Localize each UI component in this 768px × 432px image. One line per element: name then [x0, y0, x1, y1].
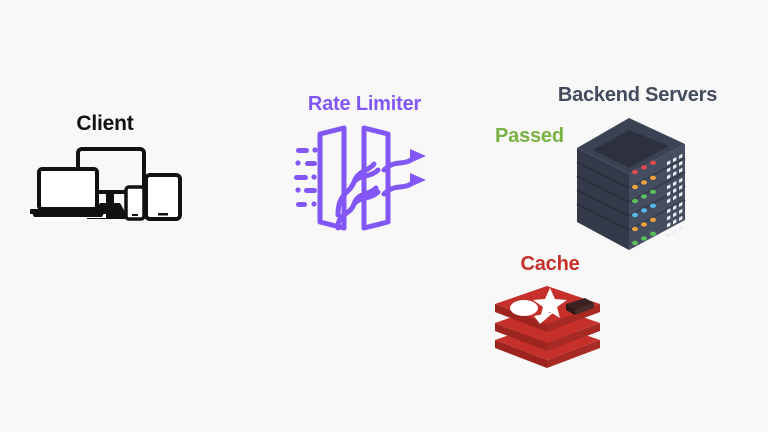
cache-label: Cache — [520, 253, 580, 275]
flow-arrowhead-icon — [410, 149, 426, 187]
server-status-leds — [632, 160, 656, 246]
server-rack-icon — [576, 118, 686, 250]
rate-limiter-membrane-icon — [294, 125, 426, 231]
client-node: Client — [30, 105, 210, 225]
passed-edge-label: Passed — [495, 125, 564, 147]
smartphone-icon — [124, 185, 146, 221]
client-devices-icon — [30, 147, 182, 221]
backend-servers-label: Backend Servers — [557, 84, 718, 106]
rate-limiter-node: Rate Limiter — [292, 90, 452, 240]
blocked-requests-marks — [294, 147, 318, 207]
backend-servers-node: Backend Servers — [545, 85, 735, 250]
redis-cache-icon — [495, 286, 600, 368]
client-label: Client — [76, 112, 134, 135]
laptop-icon — [30, 167, 106, 218]
rate-limiter-label: Rate Limiter — [307, 93, 422, 115]
cache-node: Cache — [480, 250, 620, 370]
tablet-icon — [144, 173, 182, 221]
redis-glyphs — [510, 288, 594, 324]
